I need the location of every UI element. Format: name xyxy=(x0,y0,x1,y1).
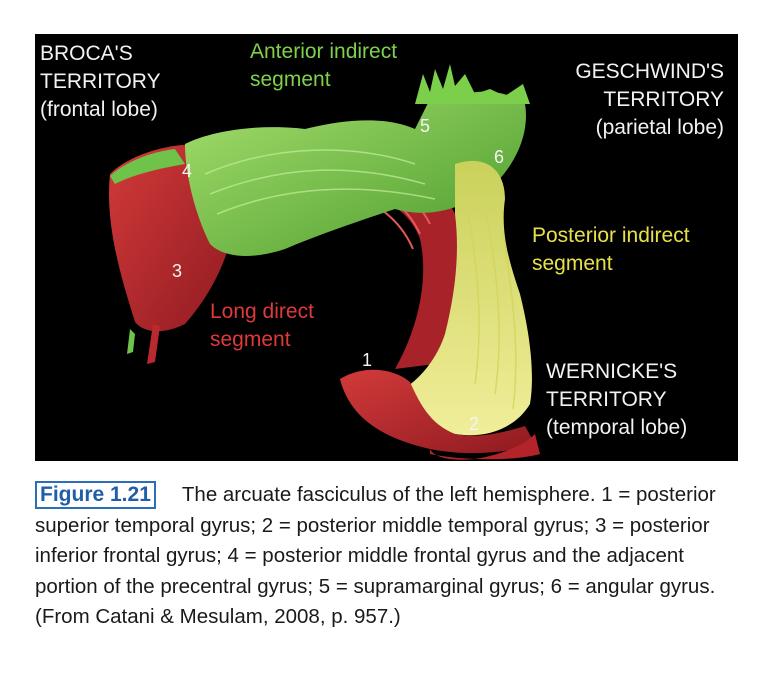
wernicke-red-bundle xyxy=(340,369,535,454)
posterior-label-line1: Posterior indirect xyxy=(532,224,690,247)
marker-4: 4 xyxy=(182,161,193,181)
anterior-fiber-lines xyxy=(204,149,436,215)
posterior-fiber-lines xyxy=(464,193,517,410)
geschwind-territory-label: GESCHWIND'S TERRITORY (parietal lobe) xyxy=(575,58,724,142)
wernicke-label-line1: WERNICKE'S xyxy=(546,360,678,383)
marker-6: 6 xyxy=(494,147,505,167)
marker-1: 1 xyxy=(362,350,373,370)
broca-territory-label: BROCA'S TERRITORY (frontal lobe) xyxy=(40,40,161,124)
caption-text: The arcuate fasciculus of the left hemis… xyxy=(35,483,716,628)
wernicke-label-line3: (temporal lobe) xyxy=(546,416,688,439)
fiber-tract-illustration xyxy=(109,64,540,460)
geschwind-label-line1: GESCHWIND'S xyxy=(575,60,724,83)
wernicke-territory-label: WERNICKE'S TERRITORY (temporal lobe) xyxy=(546,358,687,442)
anterior-label-line1: Anterior indirect xyxy=(250,40,398,63)
anterior-label-line2: segment xyxy=(250,68,331,91)
long-direct-label-line1: Long direct xyxy=(210,300,314,323)
anterior-indirect-segment xyxy=(185,89,526,256)
broca-strand-1 xyxy=(127,329,135,354)
broca-label-line2: TERRITORY xyxy=(40,70,161,93)
long-direct-label: Long direct segment xyxy=(210,298,314,354)
marker-2: 2 xyxy=(469,414,480,434)
geschwind-label-line3: (parietal lobe) xyxy=(595,116,724,139)
tractography-figure: BROCA'S TERRITORY (frontal lobe) Anterio… xyxy=(35,34,738,461)
marker-5: 5 xyxy=(420,116,431,136)
long-direct-label-line2: segment xyxy=(210,328,291,351)
figure-number: Figure 1.21 xyxy=(35,481,156,509)
wernicke-label-line2: TERRITORY xyxy=(546,388,667,411)
wernicke-lower-tail xyxy=(430,434,540,460)
broca-label-line3: (frontal lobe) xyxy=(40,98,158,121)
broca-strand-2 xyxy=(147,324,160,364)
broca-green-fringe xyxy=(110,149,185,184)
posterior-indirect-label: Posterior indirect segment xyxy=(532,222,690,278)
anterior-indirect-label: Anterior indirect segment xyxy=(250,38,397,94)
marker-3: 3 xyxy=(172,261,183,281)
geschwind-green-tuft xyxy=(415,64,530,104)
broca-label-line1: BROCA'S xyxy=(40,42,133,65)
geschwind-label-line2: TERRITORY xyxy=(603,88,724,111)
posterior-label-line2: segment xyxy=(532,252,613,275)
